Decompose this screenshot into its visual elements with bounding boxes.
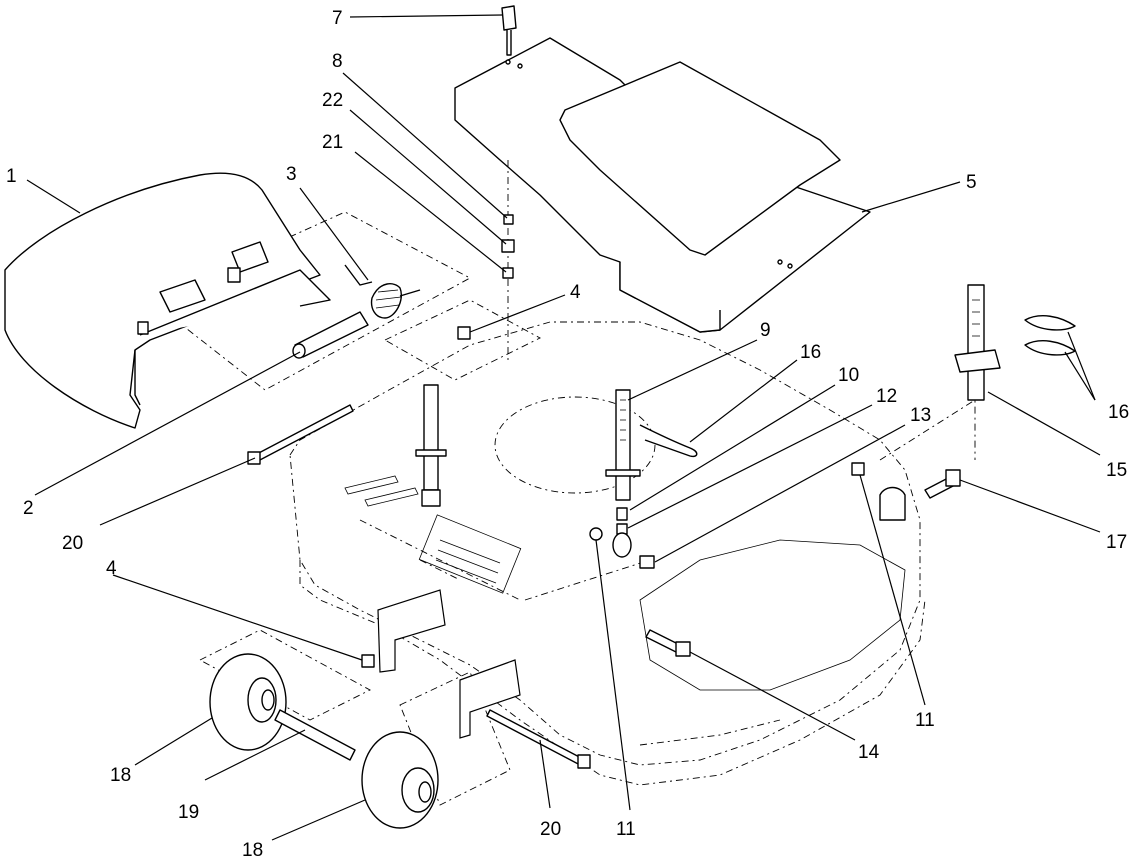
hairpin-center bbox=[639, 424, 698, 458]
nut-lower bbox=[361, 654, 375, 668]
bolt-right bbox=[924, 469, 961, 499]
hardware-stack bbox=[501, 160, 515, 362]
callout-5: 5 bbox=[966, 172, 977, 193]
wheel-lower bbox=[361, 731, 439, 829]
nut-upper bbox=[457, 326, 471, 340]
callout-20-lower: 20 bbox=[540, 819, 561, 840]
spring bbox=[344, 264, 421, 319]
callout-13: 13 bbox=[910, 405, 931, 426]
mower-deck bbox=[289, 321, 926, 786]
height-post-right bbox=[954, 284, 1001, 401]
height-post-left bbox=[415, 384, 447, 507]
callout-12: 12 bbox=[876, 386, 897, 407]
callout-2: 2 bbox=[23, 498, 34, 519]
callout-labels: 1 2 3 4 4 5 7 8 22 21 9 16 10 12 13 16 1… bbox=[6, 8, 1129, 861]
callout-19: 19 bbox=[178, 802, 199, 823]
wheel-axle bbox=[274, 709, 356, 761]
height-post-center bbox=[605, 389, 641, 501]
callout-1: 1 bbox=[6, 166, 17, 187]
callout-9: 9 bbox=[760, 320, 771, 341]
callout-11-right: 11 bbox=[915, 710, 935, 731]
leader-lines bbox=[26, 14, 1101, 841]
callout-3: 3 bbox=[286, 164, 297, 185]
callout-16-center: 16 bbox=[800, 342, 821, 363]
callout-22: 22 bbox=[322, 90, 343, 111]
knob bbox=[501, 5, 517, 56]
callout-10: 10 bbox=[838, 365, 859, 386]
callout-16-right: 16 bbox=[1108, 402, 1129, 423]
axle-rod-upper bbox=[247, 404, 354, 465]
callout-14: 14 bbox=[858, 742, 880, 763]
callout-20-upper: 20 bbox=[62, 533, 83, 554]
callout-17: 17 bbox=[1106, 532, 1127, 553]
belt-cover bbox=[454, 37, 871, 333]
callout-8: 8 bbox=[332, 51, 343, 72]
callout-7: 7 bbox=[332, 8, 343, 29]
callout-21: 21 bbox=[322, 132, 343, 153]
callout-11-lower: 11 bbox=[616, 819, 636, 840]
wheel-brackets bbox=[377, 589, 521, 739]
wheel-upper bbox=[209, 653, 287, 751]
axle-rod-lower bbox=[486, 709, 591, 769]
callout-18-upper: 18 bbox=[110, 765, 131, 786]
hairpins-right bbox=[1024, 315, 1076, 356]
deflector-shield bbox=[4, 172, 331, 429]
nut-right bbox=[851, 462, 906, 521]
callout-4-lower: 4 bbox=[106, 558, 117, 579]
link-assembly bbox=[589, 507, 655, 569]
bolt-lower bbox=[645, 629, 691, 657]
callout-4-upper: 4 bbox=[570, 282, 581, 303]
callout-18-lower: 18 bbox=[242, 840, 263, 861]
callout-15: 15 bbox=[1106, 460, 1127, 481]
rod bbox=[292, 311, 369, 359]
